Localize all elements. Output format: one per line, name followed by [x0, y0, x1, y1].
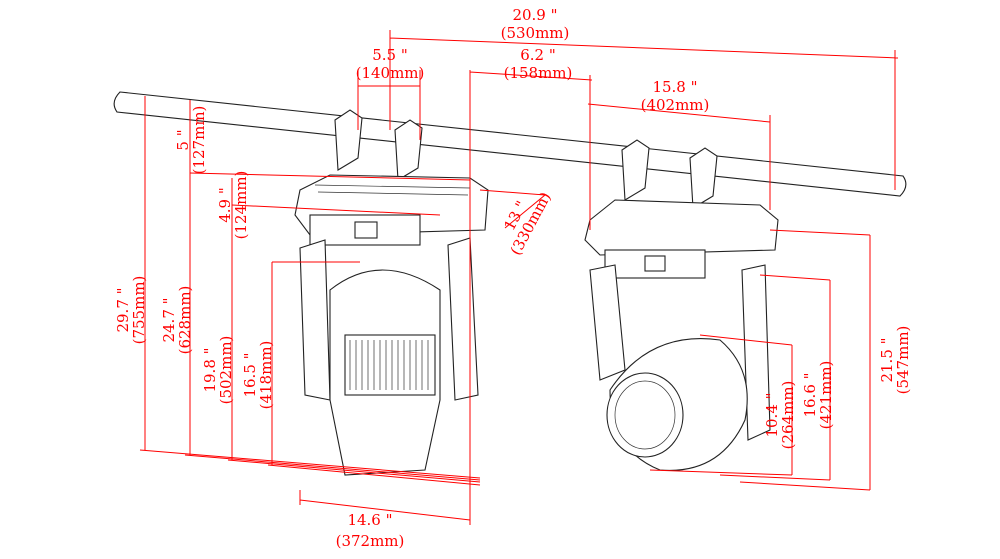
clamp-spacing-in: 5.5 ": [372, 46, 408, 64]
clamp-icon: [621, 139, 718, 209]
base-height-in: 4.9 ": [216, 187, 234, 223]
pipe-to-base-mm: (127mm): [190, 106, 208, 175]
yoke-height-mm: (502mm): [217, 336, 235, 405]
lens-height-in: 10.4 ": [763, 392, 781, 437]
clamp-offset-in: 6.2 ": [520, 46, 556, 64]
right-base-width-in: 15.8 ": [652, 78, 697, 96]
right-total-height-mm: (547mm): [894, 326, 912, 395]
yoke-arm-right: [447, 237, 479, 401]
head-width-mm: (372mm): [336, 532, 405, 550]
total-height-in: 29.7 ": [114, 287, 132, 332]
right-fixture: [584, 139, 779, 471]
clamp-icon: [334, 109, 423, 181]
right-total-height-in: 21.5 ": [878, 337, 896, 382]
lens-height-mm: (264mm): [779, 381, 797, 450]
yoke-arm-left: [299, 239, 331, 401]
left-fixture: [294, 109, 489, 476]
clamp-offset-mm: (158mm): [504, 64, 573, 82]
lens: [606, 372, 684, 458]
dimension-lines: [139, 30, 899, 525]
base-housing: [584, 199, 779, 256]
clamp-spacing-mm: (140mm): [356, 64, 425, 82]
overall-width-mm: (530mm): [501, 24, 570, 42]
right-yoke-height-mm: (421mm): [817, 361, 835, 430]
yoke-arm-left: [589, 264, 626, 381]
overall-width-in: 20.9 ": [512, 6, 557, 24]
base-height-mm: (124mm): [232, 171, 250, 240]
head-width-in: 14.6 ": [347, 511, 392, 529]
total-height-mm: (755mm): [130, 276, 148, 345]
head-height-mm: (418mm): [257, 341, 275, 410]
pipe-to-base-in: 5 ": [174, 129, 192, 150]
head-grille: [344, 334, 436, 396]
height-below-pipe-mm: (628mm): [176, 286, 194, 355]
height-below-pipe-in: 24.7 ": [160, 297, 178, 342]
head-height-in: 16.5 ": [241, 352, 259, 397]
right-yoke-height-in: 16.6 ": [801, 372, 819, 417]
yoke-height-in: 19.8 ": [201, 347, 219, 392]
right-base-width-mm: (402mm): [641, 96, 710, 114]
